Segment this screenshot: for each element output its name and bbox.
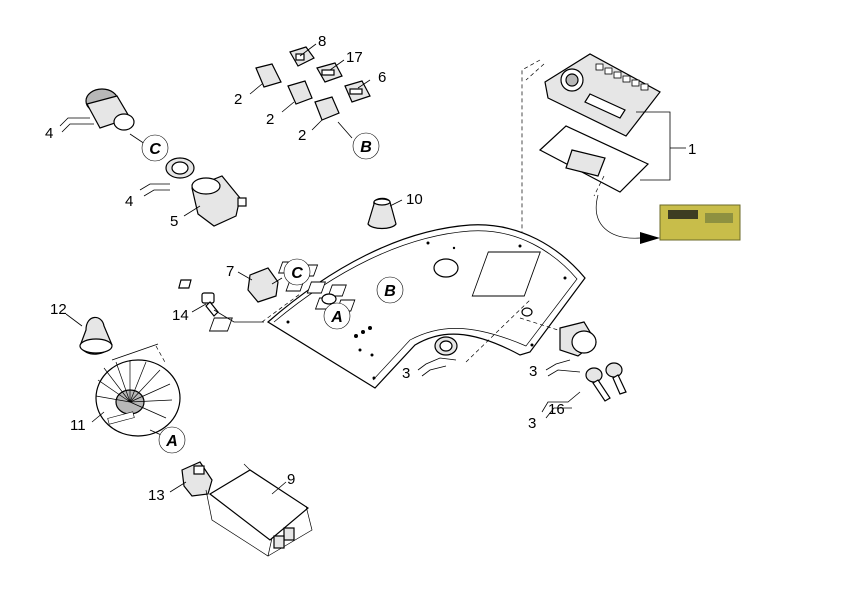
label-2-b: 2 — [266, 111, 274, 128]
label-3-a: 3 — [402, 365, 410, 382]
callout-circle-a-panel: A — [323, 302, 351, 330]
label-11: 11 — [70, 417, 86, 434]
small-switches-group — [255, 46, 371, 121]
callout-circle-b-top: B — [352, 132, 380, 160]
label-10: 10 — [406, 191, 423, 208]
part-4-push-button — [85, 88, 135, 131]
part-11-selector-dial — [95, 359, 181, 437]
leader-lines — [59, 43, 686, 495]
callout-c-top-label: C — [149, 141, 161, 158]
label-2-c: 2 — [298, 127, 306, 144]
label-13: 13 — [148, 487, 165, 504]
label-4-b: 4 — [125, 193, 133, 210]
part-16-keys — [585, 362, 627, 402]
label-5: 5 — [170, 213, 178, 230]
callout-b-panel-label: B — [384, 283, 396, 300]
label-17: 17 — [346, 49, 363, 66]
callout-a-dial-label: A — [165, 433, 178, 450]
callout-circle-b-panel: B — [376, 276, 404, 304]
label-7: 7 — [226, 263, 234, 280]
label-16: 16 — [548, 401, 565, 418]
part-13-potentiometer — [181, 461, 213, 497]
label-1: 1 — [688, 141, 696, 158]
part-4-ring-nut — [165, 157, 195, 179]
part-3-ring — [434, 336, 458, 356]
callout-circle-c-top: C — [141, 134, 169, 162]
callout-a-panel-label: A — [330, 309, 343, 326]
part-9-bracket — [205, 463, 313, 557]
label-3-c: 3 — [528, 415, 536, 432]
part-14-screw — [201, 292, 219, 317]
part-number-labels: 8 17 6 2 2 2 4 4 5 10 7 14 12 11 13 9 3 … — [45, 33, 696, 504]
label-12: 12 — [50, 301, 67, 318]
part-10-cone-knob — [367, 197, 397, 230]
callout-circle-a-dial: A — [158, 426, 186, 454]
label-2-a: 2 — [234, 91, 242, 108]
part-7-switch — [178, 267, 279, 303]
part-12-knob — [79, 316, 113, 355]
callout-c-panel-label: C — [291, 265, 303, 282]
part-1-display-module — [538, 53, 661, 193]
label-6: 6 — [378, 69, 386, 86]
callout-circle-c-panel: C — [283, 258, 311, 286]
label-4-a: 4 — [45, 125, 53, 142]
callout-b-top-label: B — [360, 139, 372, 156]
part-5-housing — [191, 175, 247, 227]
label-14: 14 — [172, 307, 189, 324]
pcb-photo — [596, 194, 741, 244]
label-3-b: 3 — [529, 363, 537, 380]
label-8: 8 — [318, 33, 326, 50]
label-9: 9 — [287, 471, 295, 488]
part-3-key-switch — [559, 321, 597, 357]
